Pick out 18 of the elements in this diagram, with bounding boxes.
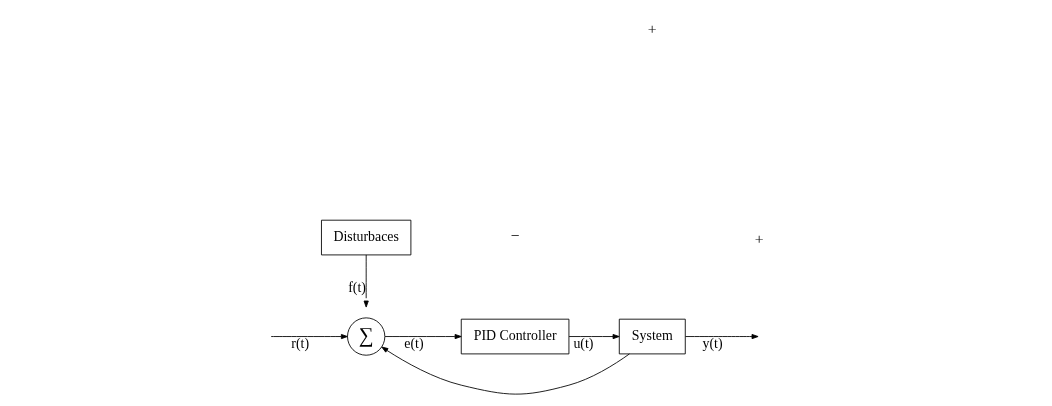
edge-label: u(t) [572,335,593,351]
edge-label: y(t) [701,335,723,351]
arrow [363,254,369,308]
label: + [647,19,657,37]
edge-label: e(t) [403,335,424,351]
node-box: System [618,318,686,355]
edge-label: r(t) [290,335,309,351]
label: − [510,227,519,245]
arrow [684,333,759,340]
arrow [568,333,620,340]
node-box: PID Controller [460,318,569,355]
arrow [380,346,630,395]
arrow [270,333,348,340]
node-box: Disturbaces [320,219,411,256]
node-circle: ∑ [346,317,385,356]
arrow [384,333,462,340]
label: + [754,229,763,247]
edge-label: f(t) [347,279,366,295]
